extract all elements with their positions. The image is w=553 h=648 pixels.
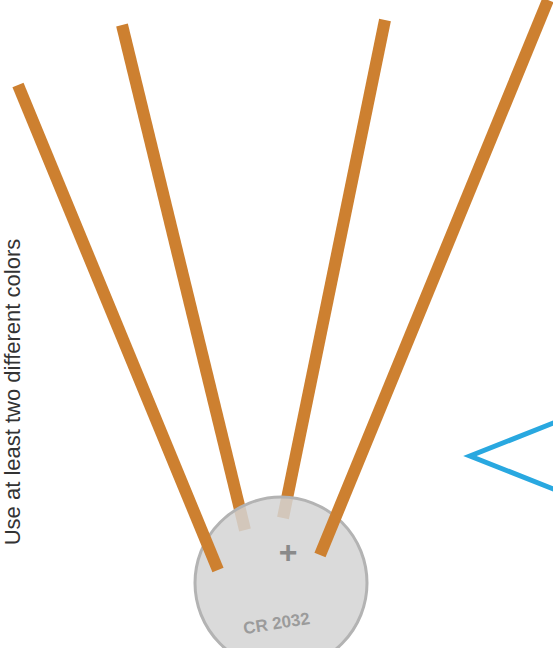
coin-cell: +CR 2032 bbox=[193, 495, 369, 648]
copper-strip bbox=[122, 25, 245, 530]
polarity-sign: + bbox=[279, 536, 298, 568]
instruction-note: Use at least two different colors bbox=[2, 239, 24, 546]
chevron-pointer bbox=[470, 422, 553, 490]
copper-strip bbox=[18, 85, 218, 570]
